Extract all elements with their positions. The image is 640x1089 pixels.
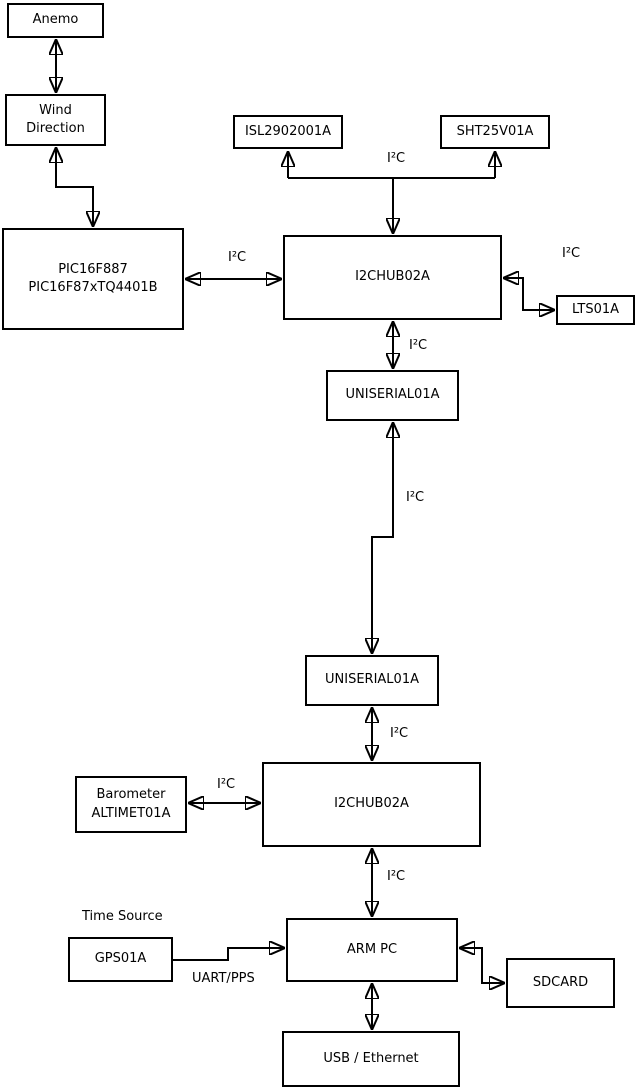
box-uniserial01a-top: UNISERIAL01A	[326, 370, 459, 421]
label-i2c-barometer-bus: I²C	[217, 777, 236, 792]
box-i2chub02a-bottom: I2CHUB02A	[262, 762, 481, 847]
connector-uniserial1-uniserial2	[372, 423, 393, 653]
label-time-source: Time Source	[82, 909, 163, 924]
connector-gps-armpc	[173, 948, 284, 961]
label-i2c-sensor-bus: I²C	[387, 151, 406, 166]
connector-hub1-lts	[504, 278, 554, 310]
label-i2c-lts-bus: I²C	[562, 246, 581, 261]
label-uart-pps: UART/PPS	[192, 971, 255, 986]
box-sht25v01a: SHT25V01A	[440, 115, 550, 149]
box-anemo: Anemo	[7, 3, 104, 38]
box-pic16f887: PIC16F887 PIC16F87xTQ4401B	[2, 228, 184, 330]
box-wind-direction: Wind Direction	[5, 94, 106, 146]
label-i2c-backbone: I²C	[406, 490, 425, 505]
label-i2c-hub2-armpc: I²C	[387, 869, 406, 884]
box-barometer-altimet01a: Barometer ALTIMET01A	[75, 776, 187, 833]
box-i2chub02a-top: I2CHUB02A	[283, 235, 502, 320]
label-i2c-pic-bus: I²C	[228, 250, 247, 265]
box-lts01a: LTS01A	[556, 295, 635, 325]
box-isl2902001a: ISL2902001A	[233, 115, 343, 149]
connector-wind-pic	[56, 148, 93, 226]
box-uniserial01a-bottom: UNISERIAL01A	[305, 655, 439, 706]
connector-armpc-sdcard	[460, 948, 504, 983]
box-arm-pc: ARM PC	[286, 918, 458, 982]
label-i2c-hub1-uniserial: I²C	[409, 338, 428, 353]
label-i2c-uniserial-hub2: I²C	[390, 726, 409, 741]
box-sdcard: SDCARD	[506, 958, 615, 1008]
box-usb-ethernet: USB / Ethernet	[282, 1031, 460, 1087]
box-gps01a: GPS01A	[68, 937, 173, 982]
